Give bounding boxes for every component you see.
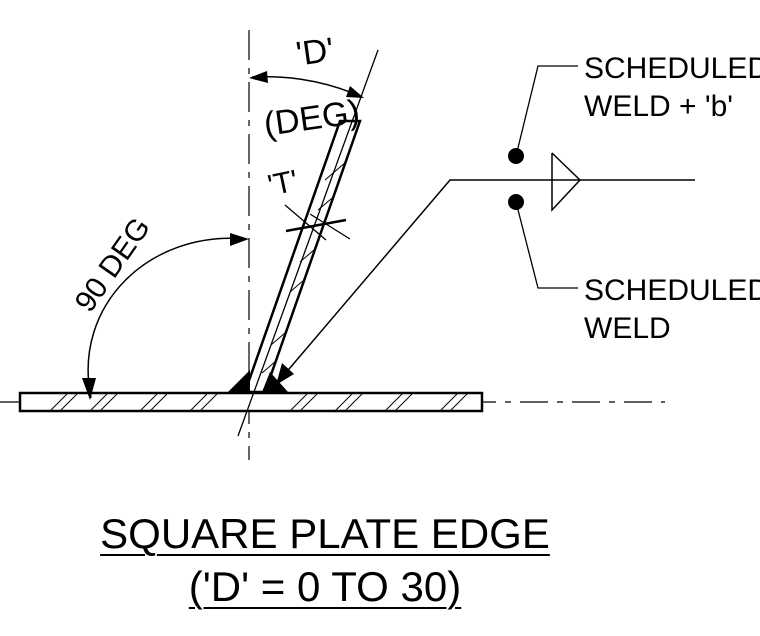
fillet-weld-left [228, 370, 250, 392]
weld-callout-leader-top [515, 65, 578, 157]
thickness-tick-b [309, 213, 351, 240]
angle-d-label: 'D' [294, 31, 336, 74]
weld-other-side-line2: WELD [584, 312, 671, 345]
inclined-plate-axis [237, 49, 379, 437]
weld-leader-line [277, 179, 695, 383]
right-angle-arc [87, 237, 247, 399]
weld-other-side-line1: SCHEDULED [584, 274, 760, 307]
drawing-subtitle-text: ('D' = 0 TO 30) [188, 563, 462, 610]
drawing-title-text: SQUARE PLATE EDGE [100, 510, 550, 557]
drawing-title: SQUARE PLATE EDGE [0, 510, 650, 558]
weld-arrow-side-line1: SCHEDULED [584, 52, 760, 85]
drawing-subtitle: ('D' = 0 TO 30) [0, 563, 650, 611]
angle-d-arrowhead-right [346, 86, 364, 98]
angle-d-arrowhead-left [249, 71, 268, 83]
right-angle-arrowhead-top [230, 233, 249, 246]
thickness-label: 'T' [265, 164, 301, 202]
fillet-weld-symbol [551, 152, 582, 212]
weld-callout-leader-bottom [515, 201, 578, 289]
thickness-dimension-line [285, 218, 347, 233]
thickness-tick-a [284, 204, 327, 241]
weld-arrow-side-line2: WELD + 'b' [584, 90, 733, 123]
fillet-weld-right [262, 372, 288, 392]
weld-leader-arrowhead [276, 363, 294, 385]
right-angle-arrowhead-bottom [82, 378, 96, 400]
